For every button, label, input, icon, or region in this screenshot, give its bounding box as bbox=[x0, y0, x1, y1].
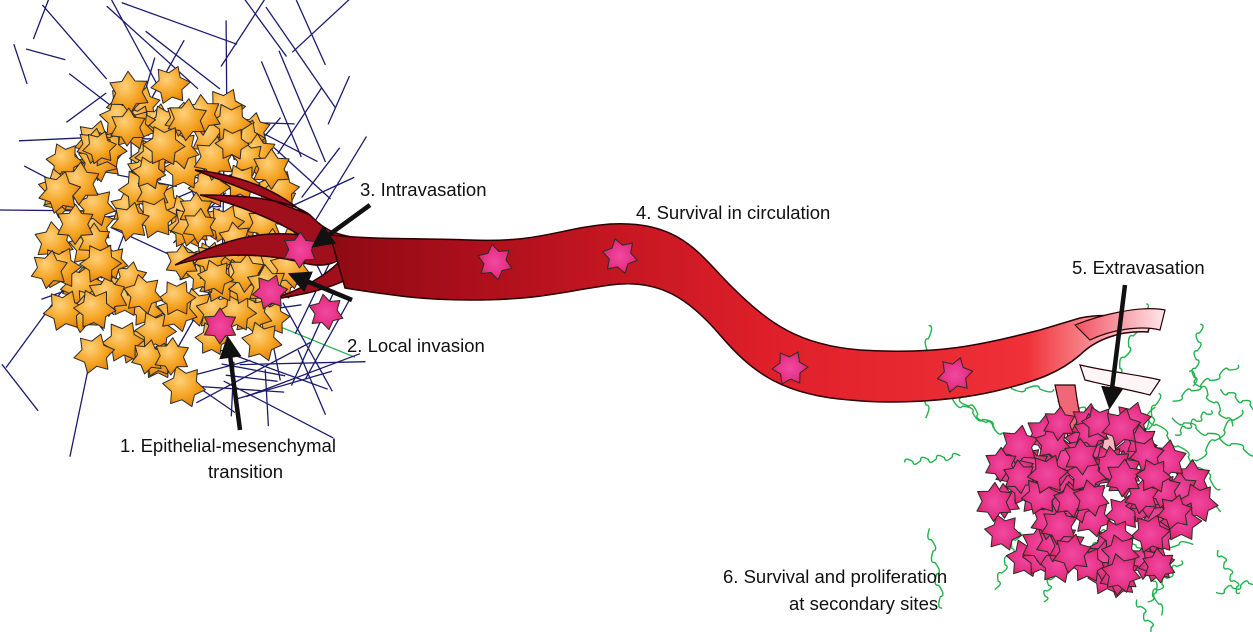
ecm-fiber bbox=[42, 5, 106, 79]
ecm-fiber bbox=[221, 0, 266, 67]
vessel-trunk bbox=[330, 224, 1150, 402]
ecm-fiber bbox=[33, 0, 55, 39]
ecm-fiber bbox=[234, 0, 286, 56]
ecm-fiber bbox=[26, 49, 65, 60]
ecm-fiber bbox=[296, 0, 325, 65]
tumor-cell bbox=[151, 67, 190, 104]
ecm-fiber bbox=[265, 369, 268, 426]
secondary-tumor bbox=[977, 402, 1218, 597]
ecm-fiber bbox=[2, 364, 38, 411]
label-emt-line1: 1. Epithelial-mesenchymal bbox=[120, 435, 336, 456]
circulating-cell bbox=[309, 294, 343, 329]
ecm-fiber bbox=[275, 325, 355, 358]
label-intravasation: 3. Intravasation bbox=[360, 179, 487, 200]
ecm-fiber bbox=[1216, 576, 1253, 593]
label-extravasation: 5. Extravasation bbox=[1072, 257, 1205, 278]
label-survival-circulation: 4. Survival in circulation bbox=[636, 202, 830, 223]
ecm-fiber bbox=[278, 88, 322, 154]
ecm-fiber bbox=[14, 44, 27, 84]
ecm-fiber bbox=[292, 0, 361, 52]
label-local-invasion: 2. Local invasion bbox=[347, 335, 485, 356]
ecm-fiber bbox=[1173, 365, 1239, 401]
label-emt-line2: transition bbox=[208, 461, 283, 482]
secondary-tumor-cell bbox=[985, 515, 1022, 550]
ecm-fiber bbox=[1217, 550, 1240, 594]
ecm-fiber bbox=[221, 350, 328, 389]
ecm-fiber bbox=[1172, 418, 1253, 456]
ecm-fiber bbox=[122, 3, 237, 45]
ecm-fiber bbox=[905, 454, 961, 465]
vessel-end-lower bbox=[1080, 365, 1160, 395]
ecm-fiber bbox=[66, 93, 106, 122]
ecm-fiber bbox=[1192, 324, 1203, 386]
ecm-fiber bbox=[328, 76, 349, 124]
ecm-fiber bbox=[1175, 410, 1212, 435]
label-proliferation-line1: 6. Survival and proliferation bbox=[723, 566, 947, 587]
ecm-fiber bbox=[298, 350, 325, 415]
ecm-fiber bbox=[1189, 371, 1233, 427]
label-proliferation-line2: at secondary sites bbox=[789, 593, 938, 614]
ecm-fiber bbox=[1221, 389, 1253, 418]
